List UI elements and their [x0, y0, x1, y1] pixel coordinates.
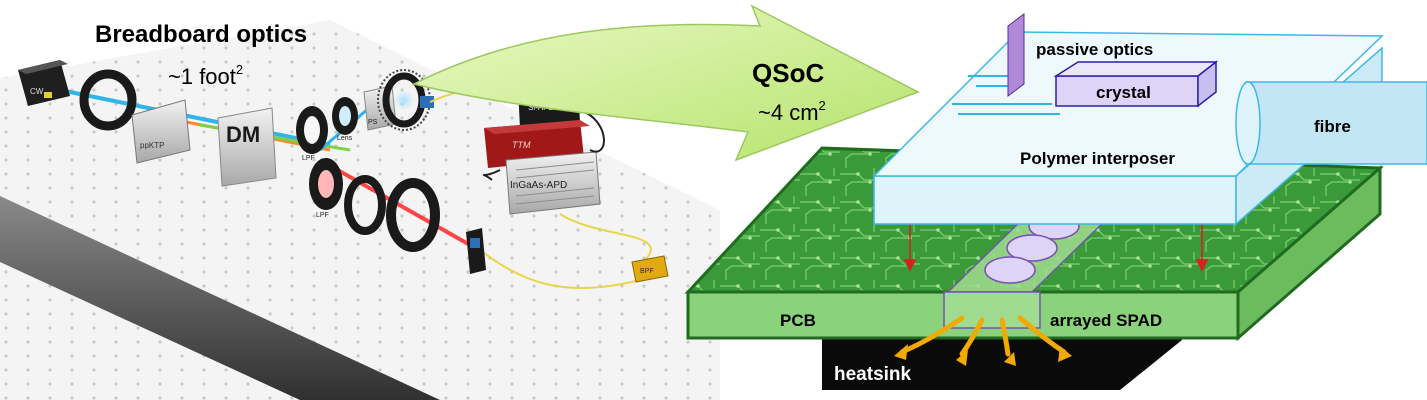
heatsink-label: heatsink [834, 364, 912, 385]
lpf-label-lower: LPF [316, 212, 329, 219]
ps-label: PS [368, 119, 378, 126]
arrayed-spad-label: arrayed SPAD [1050, 311, 1162, 330]
lpf-label-top: LPF [302, 155, 315, 162]
fiber-coupler-top [420, 96, 434, 108]
interposer-front [873, 175, 1237, 225]
spad-pixel-3 [984, 256, 1036, 284]
polymer-interposer-label: Polymer interposer [1020, 149, 1175, 168]
pump-beam [59, 88, 331, 147]
bpf-module [631, 255, 669, 283]
lens-label: Lens [337, 135, 353, 142]
heat-arrows [899, 315, 1067, 357]
breadboard-area: ~1 foot2 [168, 62, 243, 89]
breadboard-title: Breadboard optics [95, 21, 307, 48]
mount-ring-1 [79, 69, 137, 131]
mount-ring-3 [386, 178, 440, 252]
pcb-right-face [1236, 164, 1382, 342]
spad-pixel-2 [1006, 234, 1058, 262]
qsoc-chip-scene: heatsink PCB arrayed SPAD [684, 13, 1427, 390]
laser-warning-sticker [44, 92, 52, 98]
crystal-label: crystal [1096, 83, 1151, 102]
green-curved-arrow [411, 4, 920, 162]
passive-optics-plate [1007, 13, 1025, 97]
qsoc-title: QSoC [752, 58, 824, 88]
cable-ttm-to-ingaas [482, 169, 501, 181]
pcb-label: PCB [780, 311, 816, 330]
heat-arrow-3 [999, 317, 1011, 357]
transition-arrow: QSoC ~4 cm2 [411, 4, 920, 162]
dm-label: DM [226, 122, 260, 147]
fiber-to-bpf [559, 213, 652, 266]
passive-optics-label: passive optics [1036, 40, 1153, 59]
bpf-label: BPF [640, 268, 654, 275]
heatsink-block [822, 290, 1182, 390]
crystal-top [1053, 61, 1219, 77]
mount-ring-2 [344, 175, 386, 235]
ttm-label: TTM [512, 140, 531, 150]
qsoc-area: ~4 cm2 [758, 98, 826, 125]
table-rail [0, 196, 440, 400]
ingaas-apd-label: InGaAs-APD [510, 180, 567, 191]
fiber-from-coupler [479, 249, 641, 290]
dm-plate [217, 107, 277, 187]
cw-label: CW [30, 87, 44, 96]
ppktp-label: ppKTP [140, 141, 164, 150]
ppktp-crystal [131, 99, 191, 164]
fibre-label: fibre [1314, 117, 1351, 136]
ingaas-apd-box [505, 151, 601, 215]
fibre-end [1235, 81, 1261, 165]
breadboard-scene: CW ppKTP DM LPF Lens PS Si-APD [0, 20, 720, 400]
crystal-side [1197, 60, 1217, 108]
heat-arrow-2 [959, 317, 985, 357]
